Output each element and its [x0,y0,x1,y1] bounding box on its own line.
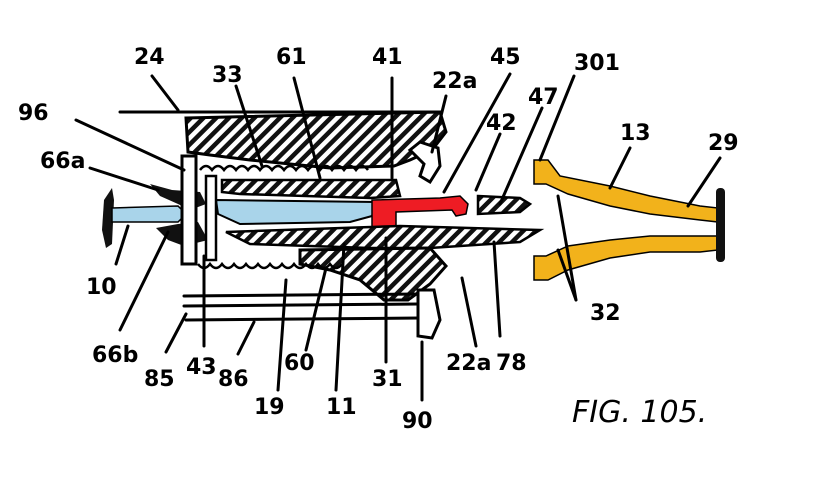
label-10: 10 [86,275,117,300]
spring-top [199,164,369,173]
label-19: 19 [254,395,285,420]
label-61: 61 [276,45,307,70]
label-22a-bottom: 22a [446,351,491,376]
coupling-right [533,159,725,281]
label-301: 301 [574,51,620,76]
label-90: 90 [402,409,433,434]
label-22a-top: 22a [432,69,477,94]
spring-bottom [197,261,343,270]
label-31: 31 [372,367,403,392]
label-13: 13 [620,121,651,146]
label-85: 85 [144,367,175,392]
label-60: 60 [284,351,315,376]
label-33: 33 [212,63,243,88]
fluid-chamber [214,198,378,226]
nozzle-47 [476,194,533,216]
label-66b: 66b [92,343,138,368]
label-32: 32 [590,301,621,326]
label-29: 29 [708,131,739,156]
housing-top [118,110,448,170]
label-47: 47 [528,85,559,110]
fluid-channel-left [111,205,188,223]
valve-left [150,154,218,266]
label-66a: 66a [40,149,85,174]
label-43: 43 [186,355,217,380]
label-11: 11 [326,395,357,420]
reference-labels: 24 33 61 41 45 22a 301 96 42 47 13 29 66… [18,45,739,434]
sleeve-lower [225,224,545,250]
label-41: 41 [372,45,403,70]
label-42: 42 [486,111,517,136]
label-24: 24 [134,45,165,70]
label-96: 96 [18,101,49,126]
leader-lines [74,72,722,402]
label-86: 86 [218,367,249,392]
latch-22a [407,140,442,185]
label-45: 45 [490,45,521,70]
end-cap-left [102,188,114,248]
figure-caption: FIG. 105. [572,395,707,430]
label-78: 78 [496,351,527,376]
base-rail [182,288,442,340]
sleeve-upper [220,178,402,200]
